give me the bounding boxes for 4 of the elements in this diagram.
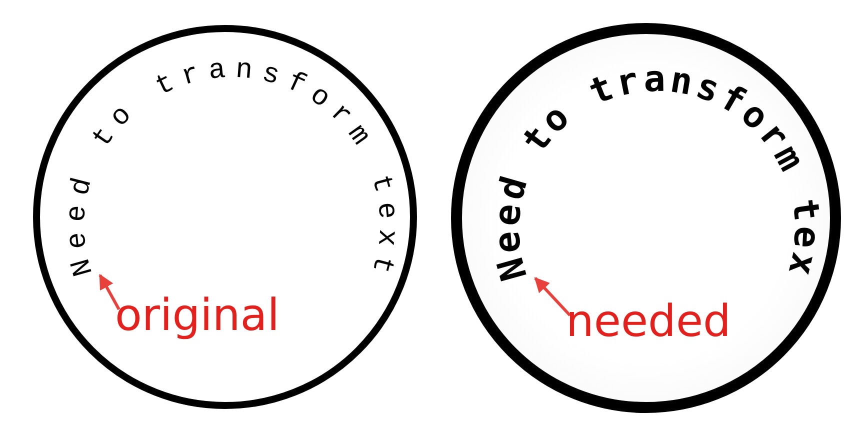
annotation-label: original: [115, 294, 280, 338]
arrow: [534, 277, 572, 316]
arrow: [98, 274, 120, 310]
annotation-label: needed: [566, 300, 731, 344]
